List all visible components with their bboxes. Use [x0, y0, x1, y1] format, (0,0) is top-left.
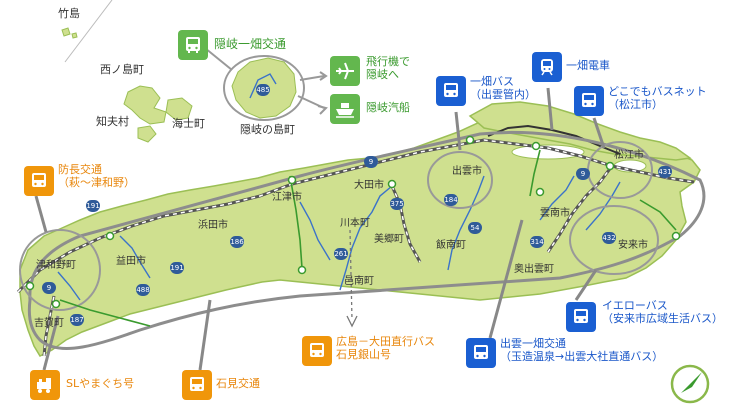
yellow-bus-label: イエローバス （安来市広域生活バス）	[602, 299, 723, 325]
bus-icon	[32, 173, 46, 187]
izumo-ichibata-label: 出雲一畑交通 （玉造温泉→出雲大社直通バス）	[500, 337, 664, 363]
nishinoshima-island	[123, 85, 167, 125]
label-chibumura: 知夫村	[96, 115, 129, 128]
dokodemo-button[interactable]	[574, 86, 604, 116]
route-485: 485	[256, 84, 270, 96]
city-oda: 大田市	[354, 180, 384, 191]
rivers	[57, 73, 621, 301]
route-184: 184	[444, 194, 458, 206]
label-nishinoshima: 西ノ島町	[100, 63, 144, 76]
route-314: 314	[530, 236, 544, 248]
route-375: 375	[390, 198, 404, 210]
compass-icon	[670, 364, 710, 404]
label-amacho: 海士町	[172, 117, 205, 130]
route-54: 54	[468, 222, 482, 234]
city-unnan: 雲南市	[540, 208, 570, 219]
city-matsue: 松江市	[614, 150, 644, 161]
route-187: 187	[70, 314, 84, 326]
bus-icon	[474, 345, 488, 359]
plane-button[interactable]	[330, 56, 360, 86]
ichibata-bus-button[interactable]	[436, 76, 466, 106]
route-191-b: 191	[170, 262, 184, 274]
bus-icon	[582, 93, 596, 107]
route-261: 261	[334, 248, 348, 260]
ferry-icon	[336, 103, 354, 118]
iwami-label: 石見交通	[216, 377, 260, 390]
city-izumo: 出雲市	[452, 166, 482, 177]
city-gotsu: 江津市	[272, 192, 302, 203]
hiroshima-bus-label: 広島－大田直行バス 石見銀山号	[336, 335, 435, 361]
takeshima-dot2	[71, 32, 78, 39]
bus-icon	[574, 309, 588, 323]
lake-shinji	[511, 144, 585, 160]
city-okuizumo: 奥出雲町	[514, 264, 554, 275]
yellow-bus-button[interactable]	[566, 302, 596, 332]
route-9-b: 9	[576, 168, 590, 180]
route-191-a: 191	[86, 200, 100, 212]
oki-arrows	[297, 71, 328, 115]
ichibata-bus-label: 一畑バス （出雲管内）	[470, 75, 536, 101]
sl-label: SLやまぐち号	[66, 377, 135, 390]
steam-locomotive-icon	[37, 378, 51, 393]
izumo-ichibata-button[interactable]	[466, 338, 496, 368]
route-488: 488	[136, 284, 150, 296]
bus-icon	[186, 37, 200, 53]
bus-route-loop	[27, 130, 706, 350]
route-9-c: 9	[42, 282, 56, 294]
oki-bus-button[interactable]	[178, 30, 208, 60]
train-icon	[541, 59, 553, 76]
oki-circle	[223, 55, 305, 121]
label-takeshima: 竹島	[58, 7, 80, 20]
city-hamada: 浜田市	[198, 220, 228, 231]
oki-bus-label: 隠岐一畑交通	[214, 37, 287, 51]
bus-icon	[444, 83, 458, 97]
hiroshima-bus-button[interactable]	[302, 336, 332, 366]
route-431: 431	[658, 166, 672, 178]
city-tsuwano: 津和野町	[36, 260, 76, 271]
green-bus-routes	[59, 149, 677, 327]
sl-button[interactable]	[30, 370, 60, 400]
city-onan: 邑南町	[344, 276, 374, 287]
iwami-button[interactable]	[182, 370, 212, 400]
bus-icon	[310, 343, 324, 357]
city-misato: 美郷町	[374, 234, 404, 245]
ferry-button[interactable]	[330, 94, 360, 124]
chibu-island	[137, 125, 157, 143]
plane-label: 飛行機で 隠岐へ	[366, 55, 410, 81]
inset-divider	[64, 0, 113, 63]
ferry-label: 隠岐汽船	[366, 101, 410, 114]
label-okinoshima: 隠岐の島町	[240, 123, 295, 136]
city-masuda: 益田市	[116, 256, 146, 267]
city-yasugi: 安来市	[618, 240, 648, 251]
city-yoshika: 吉賀町	[34, 318, 64, 329]
bocho-label: 防長交通 （萩～津和野）	[58, 163, 135, 189]
ichibata-train-button[interactable]	[532, 52, 562, 82]
city-kawamoto: 川本町	[340, 218, 370, 229]
dokodemo-label: どこでもバスネット （松江市）	[608, 85, 707, 111]
callout-lines	[34, 87, 606, 371]
route-432: 432	[602, 232, 616, 244]
bus-icon	[190, 377, 204, 391]
bocho-button[interactable]	[24, 166, 54, 196]
takeshima-dot1	[61, 27, 71, 37]
plane-icon	[336, 62, 354, 80]
route-186: 186	[230, 236, 244, 248]
station-dots	[25, 135, 681, 309]
route-9-a: 9	[364, 156, 378, 168]
mainland-shimane	[19, 111, 701, 357]
city-iinan: 飯南町	[436, 240, 466, 251]
ama-island	[165, 97, 193, 121]
ichibata-train-label: 一畑電車	[566, 59, 610, 72]
